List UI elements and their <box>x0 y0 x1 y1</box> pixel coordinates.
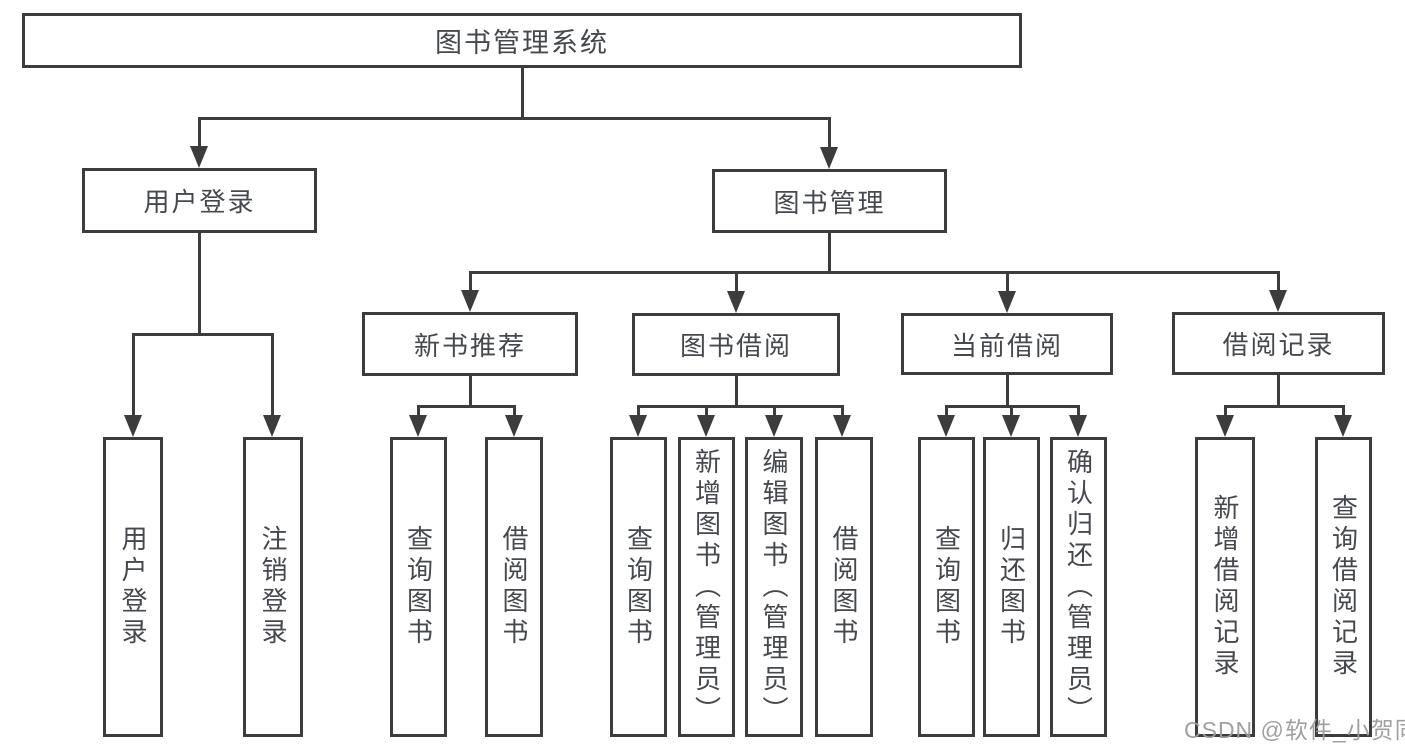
node-borrow-records-label: 借阅记录 <box>1222 330 1335 360</box>
arrow-down-icon <box>833 415 851 437</box>
connector-line <box>417 405 420 417</box>
arrow-down-icon <box>1216 415 1234 437</box>
connector-line <box>469 376 472 407</box>
arrow-down-icon <box>505 415 523 437</box>
node-new-book-recommend: 新书推荐 <box>362 312 578 376</box>
connector-line <box>735 271 738 293</box>
leaf-borrow-books-recommend: 借阅图书 <box>485 437 543 737</box>
node-current-borrow: 当前借阅 <box>901 313 1113 375</box>
connector-line <box>198 117 201 149</box>
arrow-down-icon <box>1334 415 1352 437</box>
connector-line <box>1277 271 1280 293</box>
connector-line <box>735 376 738 407</box>
csdn-watermark: CSDN @软件_小贺同学 <box>1184 717 1405 743</box>
leaf-query-books-current: 查询图书 <box>918 437 975 737</box>
node-new-book-recommend-label: 新书推荐 <box>413 330 526 361</box>
arrow-down-icon <box>461 290 479 312</box>
connector-line <box>773 405 776 417</box>
node-root-label: 图书管理系统 <box>435 28 609 58</box>
connector-line <box>945 405 948 417</box>
connector-line <box>1006 271 1009 293</box>
connector-line <box>469 271 1280 274</box>
leaf-add-borrow-record: 新增借阅记录 <box>1195 437 1255 737</box>
leaf-return-books: 归还图书 <box>983 437 1040 737</box>
connector-line <box>705 405 708 417</box>
leaf-query-books-recommend: 查询图书 <box>390 437 447 737</box>
connector-line <box>1342 405 1345 417</box>
leaf-user-login: 用户登录 <box>103 437 163 737</box>
connector-line <box>417 405 516 408</box>
connector-line <box>637 405 640 417</box>
leaf-add-books-admin: 新增图书（管理员） <box>678 437 735 737</box>
arrow-down-icon <box>190 146 208 168</box>
arrow-down-icon <box>1002 415 1020 437</box>
arrow-down-icon <box>998 291 1016 313</box>
arrow-down-icon <box>1269 290 1287 312</box>
connector-line <box>828 117 831 149</box>
leaf-borrow-books: 借阅图书 <box>815 437 873 737</box>
connector-line <box>521 68 524 120</box>
connector-line <box>828 233 831 273</box>
node-user-login: 用户登录 <box>82 168 317 233</box>
connector-line <box>1006 375 1009 407</box>
arrow-down-icon <box>937 415 955 437</box>
node-root: 图书管理系统 <box>22 13 1022 68</box>
connector-line <box>1077 405 1080 417</box>
connector-line <box>132 333 274 336</box>
leaf-confirm-return-admin: 确认归还（管理员） <box>1050 437 1107 737</box>
leaf-logout: 注销登录 <box>243 437 303 737</box>
connector-line <box>271 333 274 417</box>
node-book-management-label: 图书管理 <box>773 187 886 218</box>
connector-line <box>513 405 516 417</box>
arrow-down-icon <box>765 415 783 437</box>
arrow-down-icon <box>124 415 142 437</box>
node-current-borrow-label: 当前借阅 <box>950 330 1063 361</box>
connector-line <box>469 271 472 293</box>
connector-line <box>132 333 135 417</box>
connector-line <box>1224 405 1344 408</box>
arrow-down-icon <box>263 415 281 437</box>
node-book-borrow-label: 图书借阅 <box>679 331 792 361</box>
leaf-edit-books-admin: 编辑图书（管理员） <box>745 437 803 737</box>
connector-line <box>198 233 201 335</box>
node-book-borrow: 图书借阅 <box>632 313 840 376</box>
connector-line <box>1224 405 1227 417</box>
connector-line <box>1277 375 1280 407</box>
arrow-down-icon <box>629 415 647 437</box>
arrow-down-icon <box>409 415 427 437</box>
leaf-query-books-borrow: 查询图书 <box>610 437 667 737</box>
node-book-management: 图书管理 <box>712 169 947 233</box>
connector-line <box>841 405 844 417</box>
arrow-down-icon <box>820 147 838 169</box>
leaf-query-borrow-record: 查询借阅记录 <box>1315 437 1372 737</box>
connector-line <box>637 405 844 408</box>
node-borrow-records: 借阅记录 <box>1172 312 1385 375</box>
arrow-down-icon <box>697 415 715 437</box>
node-user-login-label: 用户登录 <box>143 187 256 217</box>
connector-line <box>1010 405 1013 417</box>
arrow-down-icon <box>727 291 745 313</box>
arrow-down-icon <box>1069 415 1087 437</box>
connector-line <box>198 117 831 120</box>
